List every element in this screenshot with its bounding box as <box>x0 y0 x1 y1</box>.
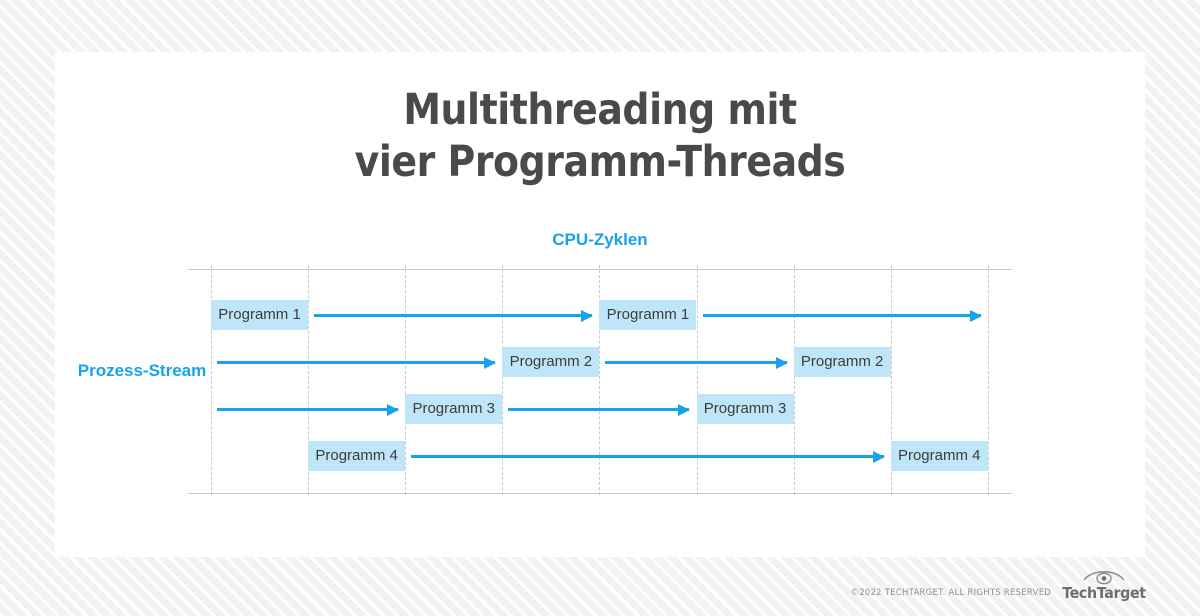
x-axis-label: CPU-Zyklen <box>552 230 648 249</box>
gridline-cycle-3 <box>405 265 407 495</box>
thread-row-group: Programm 1 Programm 1 Programm 2 Programm 2… <box>188 265 1012 495</box>
wait-arrow <box>702 309 983 322</box>
gridline-cycle-5 <box>599 265 601 495</box>
gridline-cycle-2 <box>308 265 310 495</box>
program-block: Programm 4 <box>890 441 988 471</box>
gridline-cycle-9 <box>987 265 989 495</box>
program-block: Programm 3 <box>405 394 503 424</box>
wait-arrow <box>217 403 400 416</box>
title-line-2: vier Programm-Threads <box>354 137 846 187</box>
page-title: Multithreading mit vier Programm-Threads <box>120 84 1079 188</box>
techtarget-wordmark: TechTarget <box>1062 584 1146 602</box>
program-block: Programm 2 <box>793 347 891 377</box>
gridline-cycle-6 <box>696 265 698 495</box>
footer: ©2022 TECHTARGET. ALL RIGHTS RESERVED Te… <box>850 568 1148 602</box>
copyright-text: ©2022 TECHTARGET. ALL RIGHTS RESERVED <box>850 588 1052 598</box>
program-block: Programm 2 <box>502 347 600 377</box>
gridline-cycle-1 <box>211 265 212 495</box>
gridline-cycle-4 <box>502 265 504 495</box>
program-block: Programm 1 <box>211 300 309 330</box>
wait-arrow <box>411 450 885 463</box>
program-block: Programm 4 <box>308 441 406 471</box>
gridline-cycle-7 <box>793 265 795 495</box>
title-line-1: Multithreading mit <box>403 85 797 135</box>
program-block: Programm 3 <box>696 394 794 424</box>
diagram-card: Multithreading mit vier Programm-Threads… <box>55 52 1145 557</box>
wait-arrow <box>217 356 497 369</box>
program-block: Programm 1 <box>599 300 697 330</box>
techtarget-logo: TechTarget <box>1060 568 1148 602</box>
wait-arrow <box>314 309 594 322</box>
wait-arrow <box>508 403 691 416</box>
wait-arrow <box>605 356 788 369</box>
eye-icon <box>1083 571 1125 585</box>
timeline-plot: Programm 1 Programm 1 Programm 2 Programm 2… <box>188 265 1012 495</box>
y-axis-label: Prozess-Stream <box>77 361 207 380</box>
gridline-cycle-8 <box>890 265 892 495</box>
